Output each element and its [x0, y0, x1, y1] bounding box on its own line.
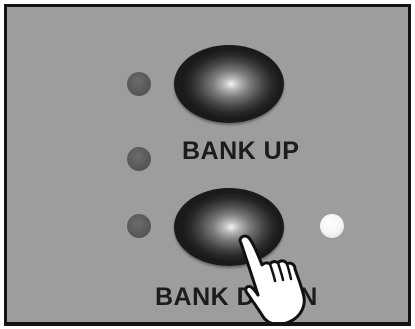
bank-up-button[interactable] [174, 45, 284, 123]
led-indicator-middle [127, 147, 151, 171]
led-indicator-top [127, 72, 151, 96]
bank-up-label: BANK UP [182, 137, 299, 166]
pointing-hand-icon [229, 229, 329, 326]
led-indicator-bottom [127, 214, 151, 238]
control-panel: BANK UP BANK DOWN [4, 4, 411, 326]
